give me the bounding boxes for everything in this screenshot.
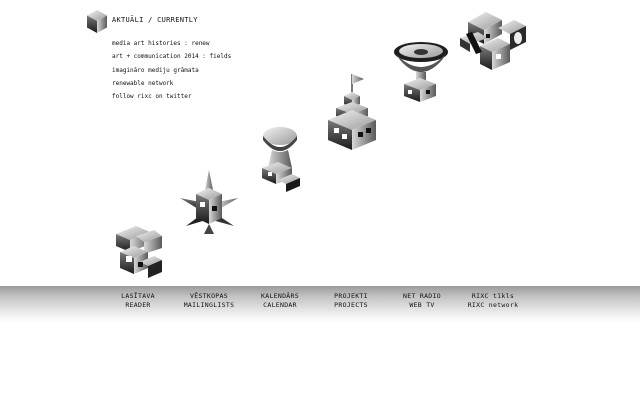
nav-item-label-en: MAILINGLISTS [183,301,235,309]
nav-item-rixc-network[interactable]: RIXC tīkls RIXC network [453,292,533,310]
link-imaginaro-mediju[interactable]: imagināro mediju grāmata [112,66,199,74]
link-renewable-network[interactable]: renewable network [112,79,174,87]
nav-item-label-lv: LASĪTAVA [121,292,155,300]
nav-item-label-lv: RIXC tīkls [471,292,515,300]
broken-blocks-icon[interactable] [458,8,528,74]
nav-item-label-en: RIXC network [467,301,519,309]
nav-item-calendar[interactable]: KALENDĀRS CALENDAR [240,292,320,310]
link-media-art-histories[interactable]: media art histories : renew [112,40,210,47]
nav-item-label-lv: VĒSTKOPAS [190,292,228,300]
main-nav-bar: LASĪTAVA READER VĒSTKOPAS MAILINGLISTS K… [0,286,640,322]
nav-item-reader[interactable]: LASĪTAVA READER [98,292,178,310]
cube-logo-icon[interactable] [86,9,108,34]
castle-flag-icon[interactable] [326,72,378,152]
nav-item-label-en: WEB TV [409,301,435,309]
nav-item-label-en: CALENDAR [263,301,297,309]
nav-item-label-lv: NET RADIO [403,292,441,300]
nav-item-label-en: PROJECTS [334,301,368,309]
books-cluster-icon[interactable] [110,222,166,280]
nav-item-label-lv: PROJEKTI [334,292,368,300]
star-cluster-icon[interactable] [178,168,240,236]
nav-item-projects[interactable]: PROJEKTI PROJECTS [311,292,391,310]
satellite-dish-icon[interactable] [392,40,450,104]
nav-item-webtv[interactable]: NET RADIO WEB TV [382,292,462,310]
link-follow-twitter[interactable]: follow rixc on twitter [112,93,192,101]
nav-item-label-lv: KALENDĀRS [261,292,299,300]
current-links-list: media art histories : renew art + commun… [112,37,231,103]
nav-item-label-en: READER [125,301,151,309]
nav-item-mailinglists[interactable]: VĒSTKOPAS MAILINGLISTS [169,292,249,310]
page-title: AKTUĀLI / CURRENTLY [112,16,198,24]
link-art-communication[interactable]: art + communication 2014 : fields [112,53,232,61]
hourglass-figure-icon[interactable] [258,124,304,192]
